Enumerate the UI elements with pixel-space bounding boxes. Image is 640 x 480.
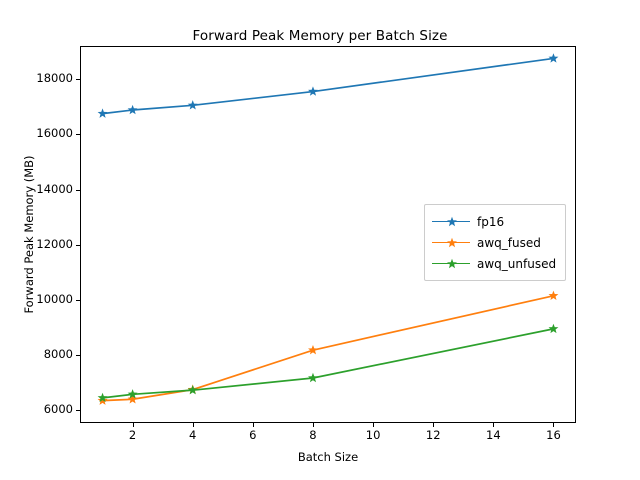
y-axis-label: Forward Peak Memory (MB) xyxy=(22,155,36,314)
y-tick-label: 8000 xyxy=(43,347,73,362)
x-tick-mark xyxy=(493,423,495,427)
y-tick-label: 12000 xyxy=(36,236,73,251)
data-point-marker-fp16 xyxy=(187,100,198,110)
x-tick-mark xyxy=(433,423,435,427)
x-tick-label: 4 xyxy=(189,428,197,442)
data-point-marker-awq_fused xyxy=(548,290,559,300)
x-tick-label: 8 xyxy=(309,428,317,442)
y-tick-mark xyxy=(76,244,80,246)
chart-title: Forward Peak Memory per Batch Size xyxy=(192,28,448,44)
y-tick-label: 14000 xyxy=(36,181,73,196)
chart-legend: fp16 awq_fused awq_unfused xyxy=(424,204,567,281)
x-tick-label: 14 xyxy=(486,428,501,442)
series-line-awq_unfused xyxy=(102,328,554,399)
y-tick-label: 10000 xyxy=(36,291,73,306)
x-tick-label: 2 xyxy=(128,428,137,442)
x-tick-label: 6 xyxy=(249,428,257,442)
legend-swatch-icon xyxy=(432,236,470,250)
y-tick-mark xyxy=(76,299,80,301)
axes-frame xyxy=(80,46,576,423)
x-tick-mark xyxy=(132,423,134,427)
legend-label: awq_fused xyxy=(477,235,541,250)
legend-label: awq_unfused xyxy=(477,256,557,271)
data-point-marker-fp16 xyxy=(97,108,108,118)
data-point-marker-awq_unfused xyxy=(127,389,138,399)
data-point-marker-awq_unfused xyxy=(187,384,198,395)
data-point-marker-fp16 xyxy=(308,86,318,96)
x-tick-mark xyxy=(252,423,254,427)
y-tick-label: 18000 xyxy=(36,71,73,86)
y-tick-mark xyxy=(76,79,80,81)
legend-swatch-icon xyxy=(432,215,470,229)
data-point-marker-fp16 xyxy=(127,104,138,115)
legend-label: fp16 xyxy=(477,214,505,229)
y-tick-label: 16000 xyxy=(36,126,73,141)
data-point-marker-awq_fused xyxy=(97,395,108,405)
x-tick-label: 16 xyxy=(546,428,561,442)
data-point-marker-awq_unfused xyxy=(97,392,108,403)
data-point-marker-awq_fused xyxy=(127,394,138,404)
y-tick-mark xyxy=(76,134,80,136)
data-point-marker-fp16 xyxy=(548,53,559,63)
data-point-marker-awq_unfused xyxy=(308,372,318,383)
y-tick-label: 6000 xyxy=(43,402,73,417)
x-tick-mark xyxy=(192,423,194,427)
legend-item-awq_fused[interactable]: awq_fused xyxy=(432,232,556,253)
plot-lines xyxy=(97,53,559,405)
x-tick-mark xyxy=(312,423,314,427)
y-tick-mark xyxy=(76,410,80,412)
x-tick-label: 12 xyxy=(425,428,441,442)
legend-swatch-icon xyxy=(432,257,470,271)
plot-area xyxy=(80,46,576,423)
data-point-marker-awq_unfused xyxy=(548,323,559,334)
x-tick-mark xyxy=(553,423,555,427)
x-axis-label: Batch Size xyxy=(297,450,359,464)
series-line-fp16 xyxy=(102,57,554,115)
y-tick-mark xyxy=(76,189,80,191)
legend-item-fp16[interactable]: fp16 xyxy=(432,211,556,232)
y-tick-mark xyxy=(76,355,80,357)
series-line-awq_fused xyxy=(102,294,554,402)
x-tick-mark xyxy=(373,423,375,427)
legend-item-awq_unfused[interactable]: awq_unfused xyxy=(432,253,556,274)
x-tick-label: 10 xyxy=(365,428,381,442)
data-point-marker-awq_fused xyxy=(308,344,318,355)
